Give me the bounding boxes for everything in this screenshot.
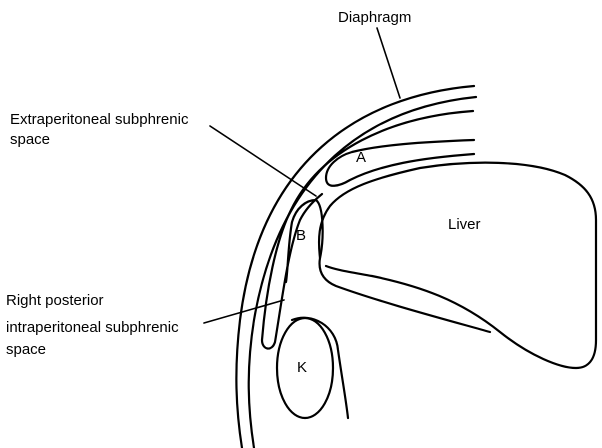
label-extraperitoneal-1: Extraperitoneal subphrenic (10, 111, 189, 128)
label-b: B (296, 227, 306, 244)
label-posterior-2: intraperitoneal subphrenic (6, 319, 179, 336)
diaphragm-outer-line (262, 111, 473, 349)
label-posterior-1: Right posterior (6, 292, 104, 309)
liver-outline (319, 163, 596, 368)
extraperitoneal-leader (210, 126, 316, 196)
diaphragm-leader (377, 28, 400, 98)
label-extraperitoneal-2: space (10, 131, 50, 148)
label-posterior-3: space (6, 341, 46, 358)
label-k: K (297, 359, 307, 376)
label-liver: Liver (448, 216, 481, 233)
label-a: A (356, 149, 366, 166)
label-diaphragm: Diaphragm (338, 9, 411, 26)
posterior-leader (204, 300, 284, 323)
